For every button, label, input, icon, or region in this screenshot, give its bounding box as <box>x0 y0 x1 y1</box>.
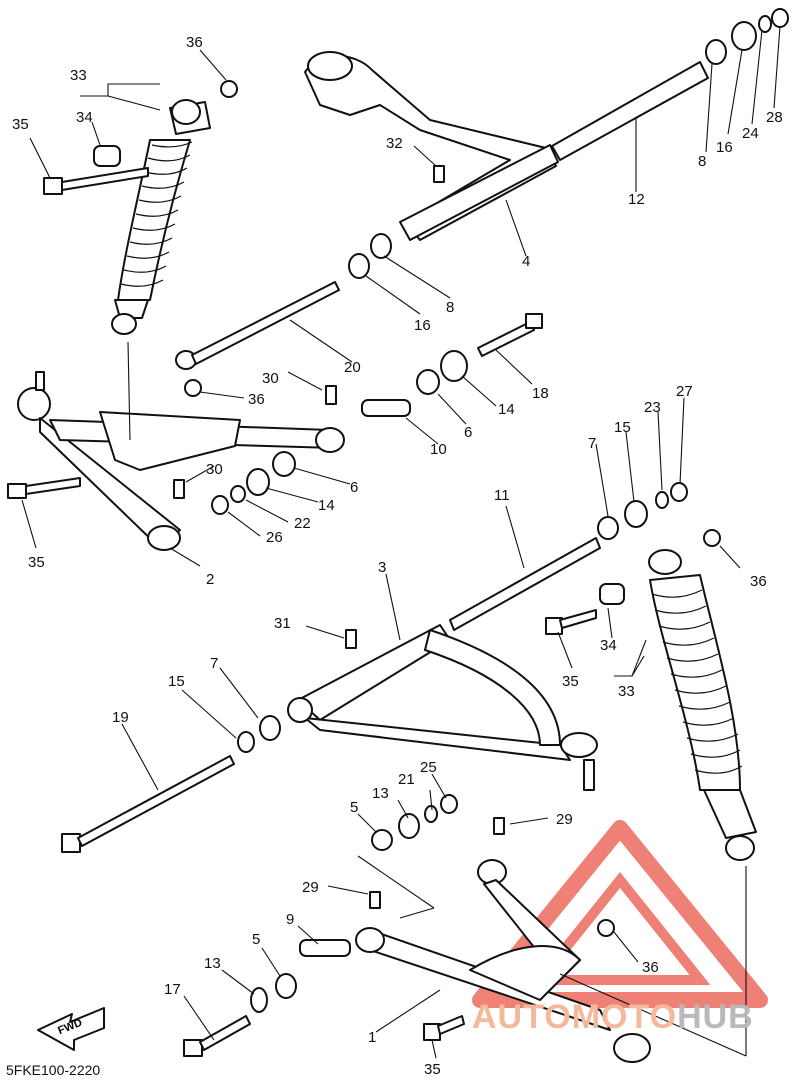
callout-30: 30 <box>206 461 223 478</box>
callout-7: 7 <box>588 435 596 452</box>
bolt-17 <box>183 1015 251 1057</box>
callout-34: 34 <box>76 109 93 126</box>
callout-1: 1 <box>368 1029 376 1046</box>
callout-32: 32 <box>386 135 403 152</box>
bolt-20 <box>175 281 340 370</box>
callout-36: 36 <box>248 391 265 408</box>
callout-23: 23 <box>644 399 661 416</box>
fwd-arrow-icon <box>37 1007 105 1051</box>
callout-33: 33 <box>70 67 87 84</box>
nut-36d <box>597 919 615 937</box>
bolt-35c <box>545 609 597 635</box>
callout-29: 29 <box>302 879 319 896</box>
callout-25: 25 <box>420 759 437 776</box>
callout-36: 36 <box>750 573 767 590</box>
callout-16: 16 <box>414 317 431 334</box>
callout-34: 34 <box>600 637 617 654</box>
callout-16: 16 <box>716 139 733 156</box>
bolt-35d <box>423 1015 465 1041</box>
callout-35: 35 <box>12 116 29 133</box>
callout-17: 17 <box>164 981 181 998</box>
bolt-35a <box>43 167 149 195</box>
callout-11: 11 <box>494 487 510 504</box>
callout-labels: 33 36 34 35 32 4 12 8 16 24 28 16 8 20 1… <box>12 34 783 1078</box>
callout-33: 33 <box>618 683 635 700</box>
callout-5: 5 <box>350 799 358 816</box>
upper-arm-4 <box>304 51 709 241</box>
callout-9: 9 <box>286 911 294 928</box>
callout-13: 13 <box>372 785 389 802</box>
callout-31: 31 <box>274 615 291 632</box>
callout-2: 2 <box>206 571 214 588</box>
collars-right <box>237 482 688 753</box>
collars-lower <box>250 794 505 1013</box>
lower-arm-3 <box>287 537 601 791</box>
callout-12: 12 <box>628 191 645 208</box>
callout-19: 19 <box>112 709 129 726</box>
callout-24: 24 <box>742 125 759 142</box>
leader-lines <box>21 25 781 1059</box>
callout-35: 35 <box>562 673 579 690</box>
callout-8: 8 <box>446 299 454 316</box>
callout-6: 6 <box>350 479 358 496</box>
lower-arm-1 <box>355 859 651 1063</box>
upper-arm-2 <box>17 371 345 551</box>
callout-35: 35 <box>424 1061 441 1078</box>
grease-nipple-31 <box>345 629 357 649</box>
bolt-35b <box>7 477 81 499</box>
callout-15: 15 <box>614 419 631 436</box>
callout-18: 18 <box>532 385 549 402</box>
grease-nipple-32 <box>433 165 445 183</box>
watermark-text: AUTOMOTOHUB <box>472 998 754 1037</box>
bushings-left-arm <box>173 350 468 515</box>
callout-20: 20 <box>344 359 361 376</box>
bushing-34b <box>599 583 625 605</box>
callout-6: 6 <box>464 424 472 441</box>
callout-36: 36 <box>642 959 659 976</box>
callout-5: 5 <box>252 931 260 948</box>
bushing-34a <box>93 145 121 167</box>
nut-36c <box>703 529 721 547</box>
diagram-code: 5FKE100-2220 <box>6 1062 101 1078</box>
callout-15: 15 <box>168 673 185 690</box>
callout-10: 10 <box>430 441 447 458</box>
callout-3: 3 <box>378 559 386 576</box>
callout-21: 21 <box>398 771 415 788</box>
callout-26: 26 <box>266 529 283 546</box>
callout-27: 27 <box>676 383 693 400</box>
watermark-text-part2: HUB <box>677 998 754 1036</box>
callout-36: 36 <box>186 34 203 51</box>
callout-22: 22 <box>294 515 311 532</box>
callout-35: 35 <box>28 554 45 571</box>
callout-14: 14 <box>498 401 515 418</box>
callout-4: 4 <box>522 253 530 270</box>
callout-7: 7 <box>210 655 218 672</box>
callout-14: 14 <box>318 497 335 514</box>
callout-8: 8 <box>698 153 706 170</box>
shock-absorber-left <box>111 99 211 335</box>
bolt-19 <box>61 755 235 853</box>
shock-absorber-right <box>648 549 757 861</box>
callout-30: 30 <box>262 370 279 387</box>
bolt-18 <box>477 313 543 357</box>
callout-13: 13 <box>204 955 221 972</box>
callout-29: 29 <box>556 811 573 828</box>
watermark-text-part1: AUTOMOTO <box>472 998 678 1036</box>
nut-36a <box>220 80 238 98</box>
callout-28: 28 <box>766 109 783 126</box>
